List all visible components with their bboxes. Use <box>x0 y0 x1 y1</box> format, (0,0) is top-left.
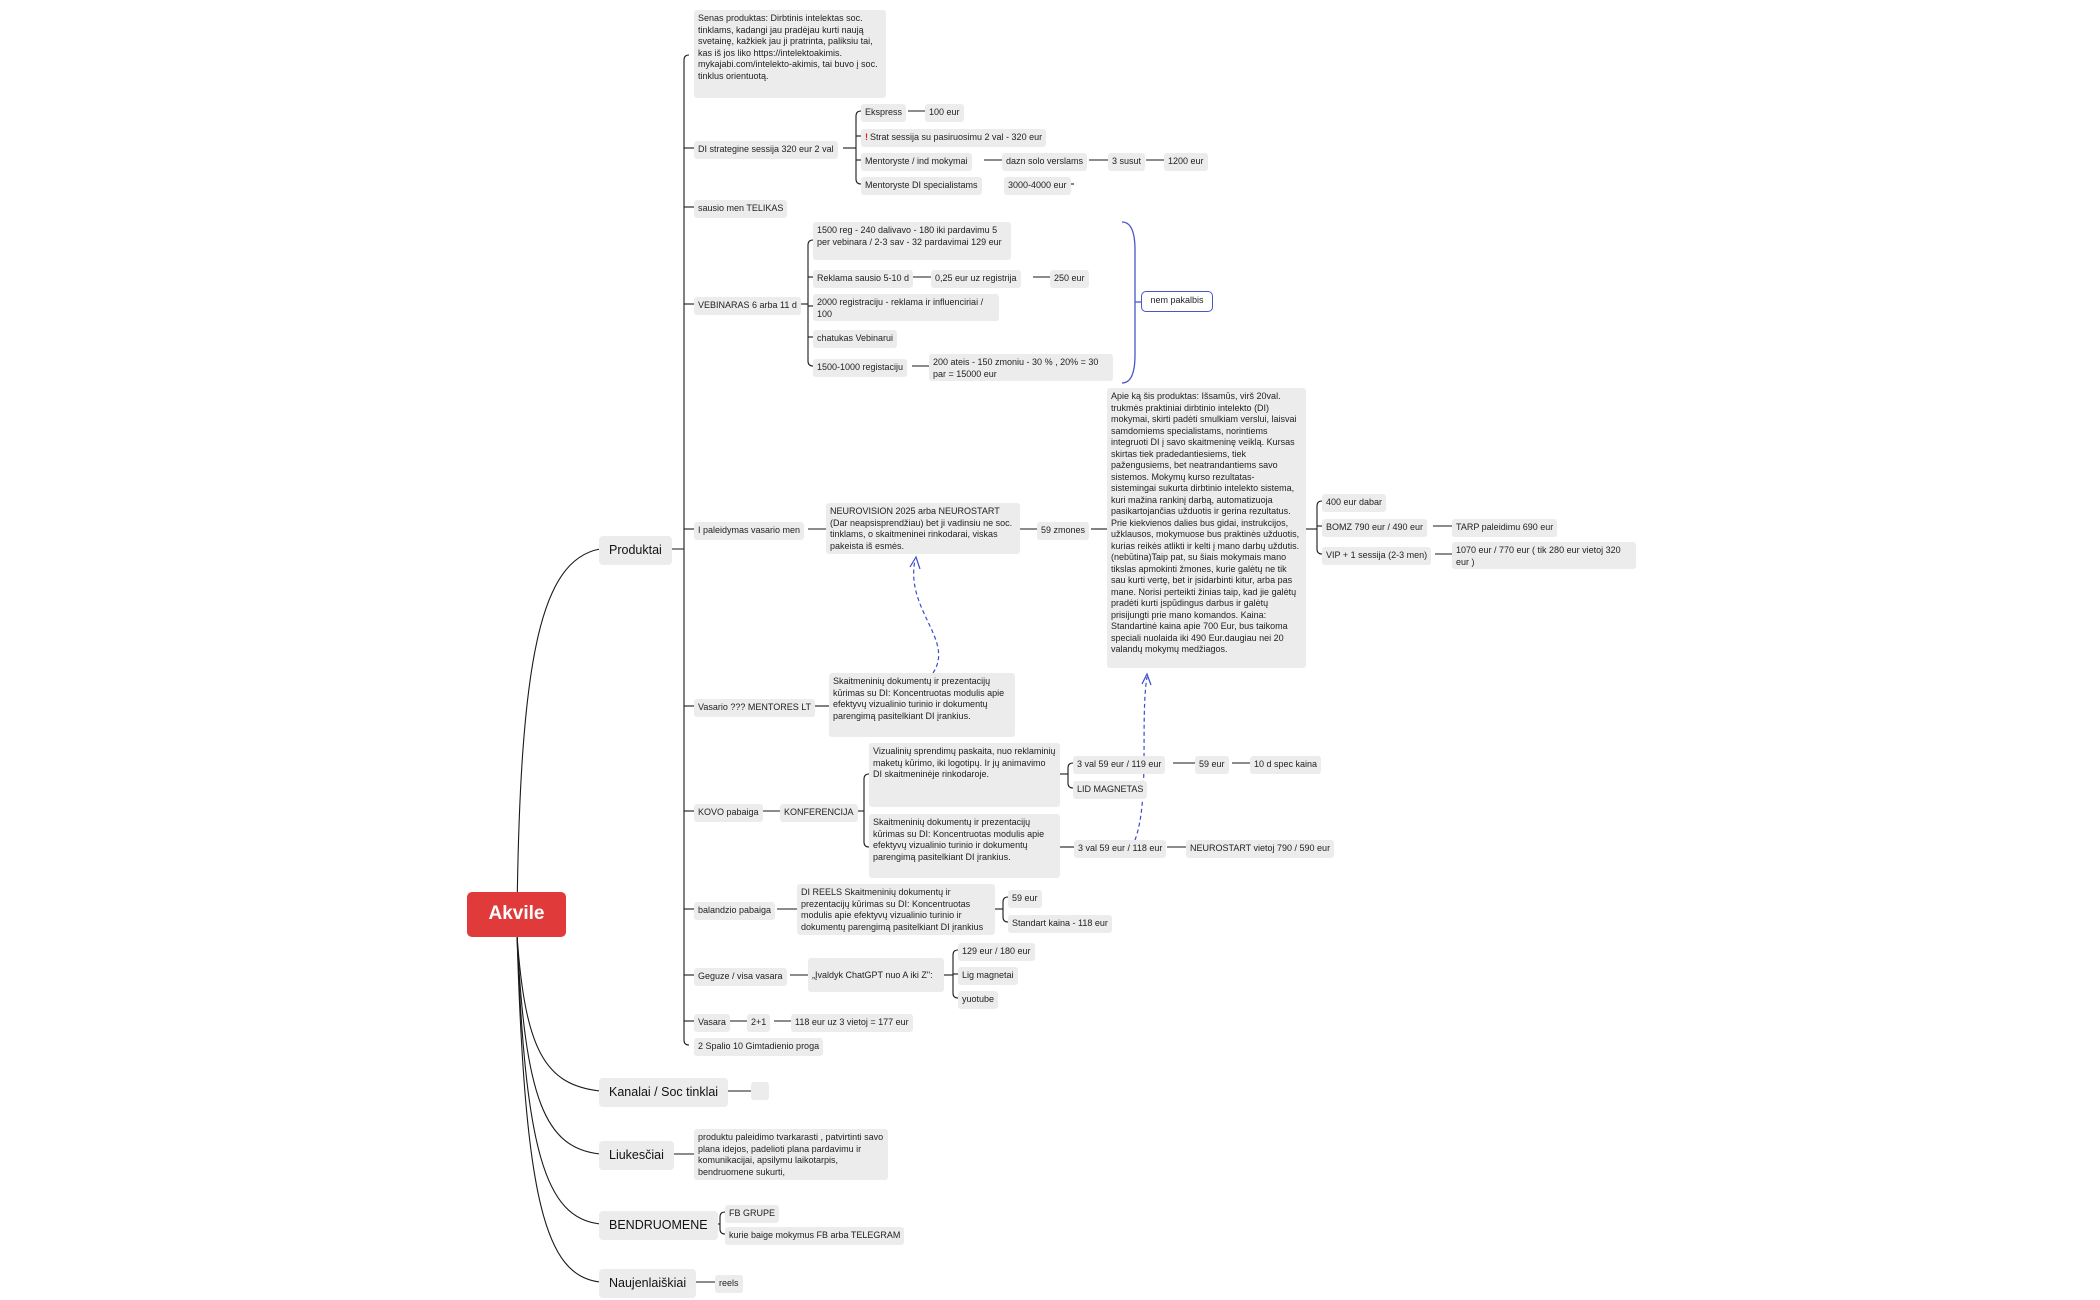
topic-lig-magnetai[interactable]: Lig magnetai <box>958 967 1018 985</box>
boundary-nem-pakalbis[interactable]: nem pakalbis <box>1141 291 1213 312</box>
topic-reg-2000[interactable]: 2000 registraciju - reklama ir influenci… <box>813 294 999 321</box>
topic-vip-price[interactable]: 1070 eur / 770 eur ( tik 280 eur vietoj … <box>1452 542 1636 569</box>
topic-reg-1500[interactable]: 1500 reg - 240 dalivavo - 180 iki pardav… <box>813 222 1011 260</box>
branch-kanalai[interactable]: Kanalai / Soc tinklai <box>599 1078 729 1107</box>
topic-59-zmones[interactable]: 59 zmones <box>1037 522 1090 540</box>
topic-reg-1500-1000[interactable]: 1500-1000 registaciju <box>813 359 908 377</box>
topic-vasara[interactable]: Vasara <box>694 1014 730 1032</box>
topic-mentoryste-di[interactable]: Mentoryste DI specialistams <box>861 177 982 195</box>
branch-liukesciai[interactable]: Liukesčiai <box>599 1141 674 1170</box>
topic-lid-magnetas[interactable]: LID MAGNETAS <box>1073 781 1148 799</box>
topic-2-plus-1[interactable]: 2+1 <box>747 1014 771 1032</box>
topic-di-reels[interactable]: DI REELS Skaitmeninių dokumentų ir preze… <box>797 884 995 935</box>
topic-bomz[interactable]: BOMZ 790 eur / 490 eur <box>1322 519 1428 537</box>
topic-apie-produkta[interactable]: Apie ką šis produktas: Išsamūs, virš 20v… <box>1107 388 1306 668</box>
topic-geguze[interactable]: Geguze / visa vasara <box>694 968 787 986</box>
topic-neurostart-vietoj[interactable]: NEUROSTART vietoj 790 / 590 eur <box>1186 840 1335 858</box>
topic-ivaldyk[interactable]: „Įvaldyk ChatGPT nuo A iki Z": <box>808 958 944 992</box>
branch-bendruomene[interactable]: BENDRUOMENE <box>599 1211 718 1240</box>
warning-icon: ! <box>865 132 868 142</box>
topic-ekspress[interactable]: Ekspress <box>861 104 907 122</box>
topic-di-sesija[interactable]: DI strategine sessija 320 eur 2 val <box>694 141 838 159</box>
topic-senas-produktas[interactable]: Senas produktas: Dirbtinis intelektas so… <box>694 10 886 98</box>
topic-118-eur-3[interactable]: 118 eur uz 3 vietoj = 177 eur <box>791 1014 913 1032</box>
topic-reklama-suma[interactable]: 250 eur <box>1050 270 1089 288</box>
topic-strat-sesija[interactable]: !Strat sessija su pasiruosimu 2 val - 32… <box>861 129 1047 147</box>
topic-kovo[interactable]: KOVO pabaiga <box>694 804 763 822</box>
topic-eur-59[interactable]: 59 eur <box>1195 756 1229 774</box>
topic-reklama-kaina[interactable]: 0,25 eur uz registrija <box>931 270 1021 288</box>
branch-produktai[interactable]: Produktai <box>599 536 672 565</box>
strat-sesija-label: Strat sessija su pasiruosimu 2 val - 320… <box>870 132 1043 142</box>
topic-val-59-119[interactable]: 3 val 59 eur / 119 eur <box>1073 756 1166 774</box>
topic-vizualiniu[interactable]: Vizualinių sprendimų paskaita, nuo rekla… <box>869 743 1060 807</box>
topic-skaitmeniniu-1[interactable]: Skaitmeninių dokumentų ir prezentacijų k… <box>829 673 1015 737</box>
topic-price-1200[interactable]: 1200 eur <box>1164 153 1208 171</box>
branch-naujienlaiskiai[interactable]: Naujenlaiškiai <box>599 1269 697 1298</box>
topic-fb-grupe[interactable]: FB GRUPE <box>725 1205 780 1223</box>
topic-paleidymas[interactable]: I paleidymas vasario men <box>694 522 805 540</box>
topic-sausio[interactable]: sausio men TELIKAS <box>694 200 788 218</box>
topic-spalio[interactable]: 2 Spalio 10 Gimtadienio proga <box>694 1038 824 1056</box>
topic-kanalai-empty[interactable] <box>751 1082 769 1100</box>
topic-mentoryste-ind[interactable]: Mentoryste / ind mokymai <box>861 153 972 171</box>
topic-neurovision[interactable]: NEUROVISION 2025 arba NEUROSTART (Dar ne… <box>826 503 1020 554</box>
topic-reels[interactable]: reels <box>715 1275 743 1293</box>
topic-vip[interactable]: VIP + 1 sessija (2-3 men) <box>1322 547 1432 565</box>
topic-chatukas[interactable]: chatukas Vebinarui <box>813 330 898 348</box>
topic-price-3000[interactable]: 3000-4000 eur <box>1004 177 1071 195</box>
topic-dazn-solo[interactable]: dazn solo verslams <box>1002 153 1088 171</box>
topic-yuotube[interactable]: yuotube <box>958 991 999 1009</box>
topic-balandzio[interactable]: balandzio pabaiga <box>694 902 776 920</box>
topic-konferencija[interactable]: KONFERENCIJA <box>780 804 858 822</box>
topic-bal-59[interactable]: 59 eur <box>1008 890 1042 908</box>
topic-kurie-baige[interactable]: kurie baige mokymus FB arba TELEGRAM <box>725 1227 905 1245</box>
root-topic[interactable]: Akvile <box>467 892 566 937</box>
topic-produktu-paleidimo[interactable]: produktu paleidimo tvarkarasti , patvirt… <box>694 1129 888 1180</box>
topic-vasario-mentores[interactable]: Vasario ??? MENTORES LT <box>694 699 816 717</box>
topic-400-eur[interactable]: 400 eur dabar <box>1322 494 1387 512</box>
topic-standart[interactable]: Standart kaina - 118 eur <box>1008 915 1112 933</box>
topic-val-59-118[interactable]: 3 val 59 eur / 118 eur <box>1074 840 1167 858</box>
topic-ateis[interactable]: 200 ateis - 150 zmoniu - 30 % , 20% = 30… <box>929 354 1113 381</box>
topic-vebinaras[interactable]: VEBINARAS 6 arba 11 d <box>694 297 801 315</box>
topic-129-180[interactable]: 129 eur / 180 eur <box>958 943 1035 961</box>
topic-reklama[interactable]: Reklama sausio 5-10 d <box>813 270 914 288</box>
topic-spec-kaina[interactable]: 10 d spec kaina <box>1250 756 1322 774</box>
topic-susut[interactable]: 3 susut <box>1108 153 1146 171</box>
topic-skaitmeniniu-2[interactable]: Skaitmeninių dokumentų ir prezentacijų k… <box>869 814 1060 878</box>
topic-ekspress-price[interactable]: 100 eur <box>925 104 964 122</box>
topic-tarp[interactable]: TARP paleidimu 690 eur <box>1452 519 1558 537</box>
